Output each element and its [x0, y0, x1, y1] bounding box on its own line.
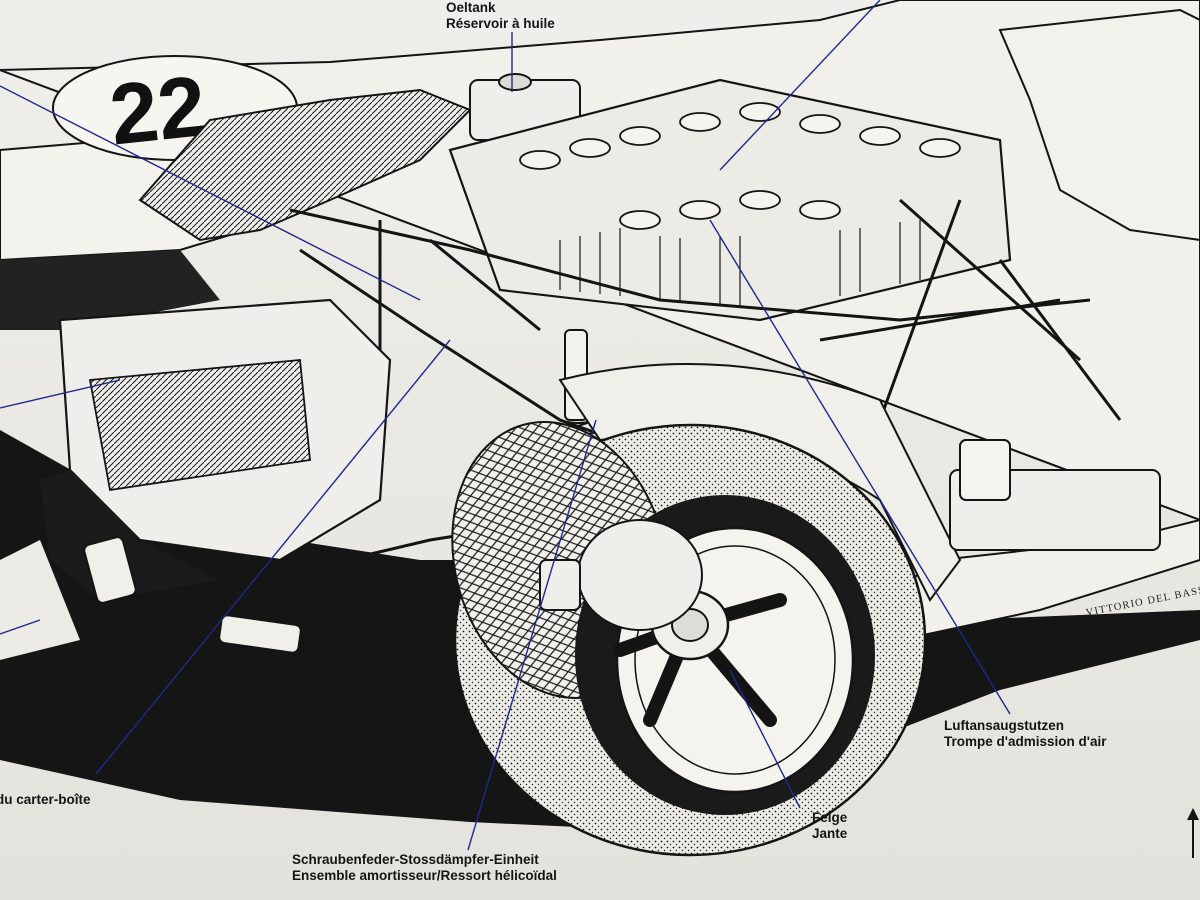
label-oil-tank-fr: Réservoir à huile — [446, 16, 555, 31]
leader-left-top — [0, 85, 421, 301]
right-cowling — [998, 8, 1200, 242]
leader-felge — [729, 669, 801, 809]
label-gearbox-casing-de: l — [0, 776, 91, 792]
label-coilover-shock-fr: Ensemble amortisseur/Ressort hélicoïdal — [292, 868, 557, 883]
label-air-intake: Luftansaugstutzen Trompe d'admission d'a… — [944, 718, 1106, 750]
label-rim-fr: Jante — [812, 826, 848, 841]
gearbox-lower — [40, 470, 220, 600]
label-coilover-shock-de: Schraubenfeder-Stossdämpfer-Einheit — [292, 852, 539, 867]
leader-carter — [95, 339, 451, 775]
label-oil-tank: Oeltank Réservoir à huile — [446, 0, 555, 32]
leader-top — [719, 0, 881, 171]
label-rim-de: Felge — [812, 810, 848, 825]
left-tail-side — [0, 250, 220, 330]
arrow-up-icon — [1187, 808, 1199, 858]
intake-trumpets — [519, 102, 961, 230]
leader-left-low — [0, 619, 41, 635]
label-gearbox-casing-fr: du carter-boîte — [0, 792, 91, 807]
exhaust-pipe — [83, 536, 137, 604]
label-air-intake-fr: Trompe d'admission d'air — [944, 734, 1107, 749]
gearbox-radiator — [88, 359, 311, 492]
space-frame — [199, 198, 1122, 692]
leader-stoss — [467, 419, 597, 851]
brake-caliper — [539, 559, 581, 611]
brake-disc — [577, 519, 703, 631]
left-shadow-block — [0, 540, 80, 660]
right-canister — [959, 439, 1011, 501]
label-oil-tank-de: Oeltank — [446, 0, 496, 15]
label-coilover-shock: Schraubenfeder-Stossdämpfer-Einheit Ense… — [292, 852, 557, 884]
leader-lines — [0, 0, 1011, 851]
label-air-intake-de: Luftansaugstutzen — [944, 718, 1064, 733]
rear-tow-tube — [218, 614, 302, 654]
label-rim: Felge Jante — [812, 810, 847, 842]
leader-luft — [709, 219, 1011, 715]
leader-left-mid — [0, 379, 121, 409]
label-gearbox-casing: l du carter-boîte — [0, 776, 91, 808]
engine-cover-tarp — [138, 88, 472, 242]
